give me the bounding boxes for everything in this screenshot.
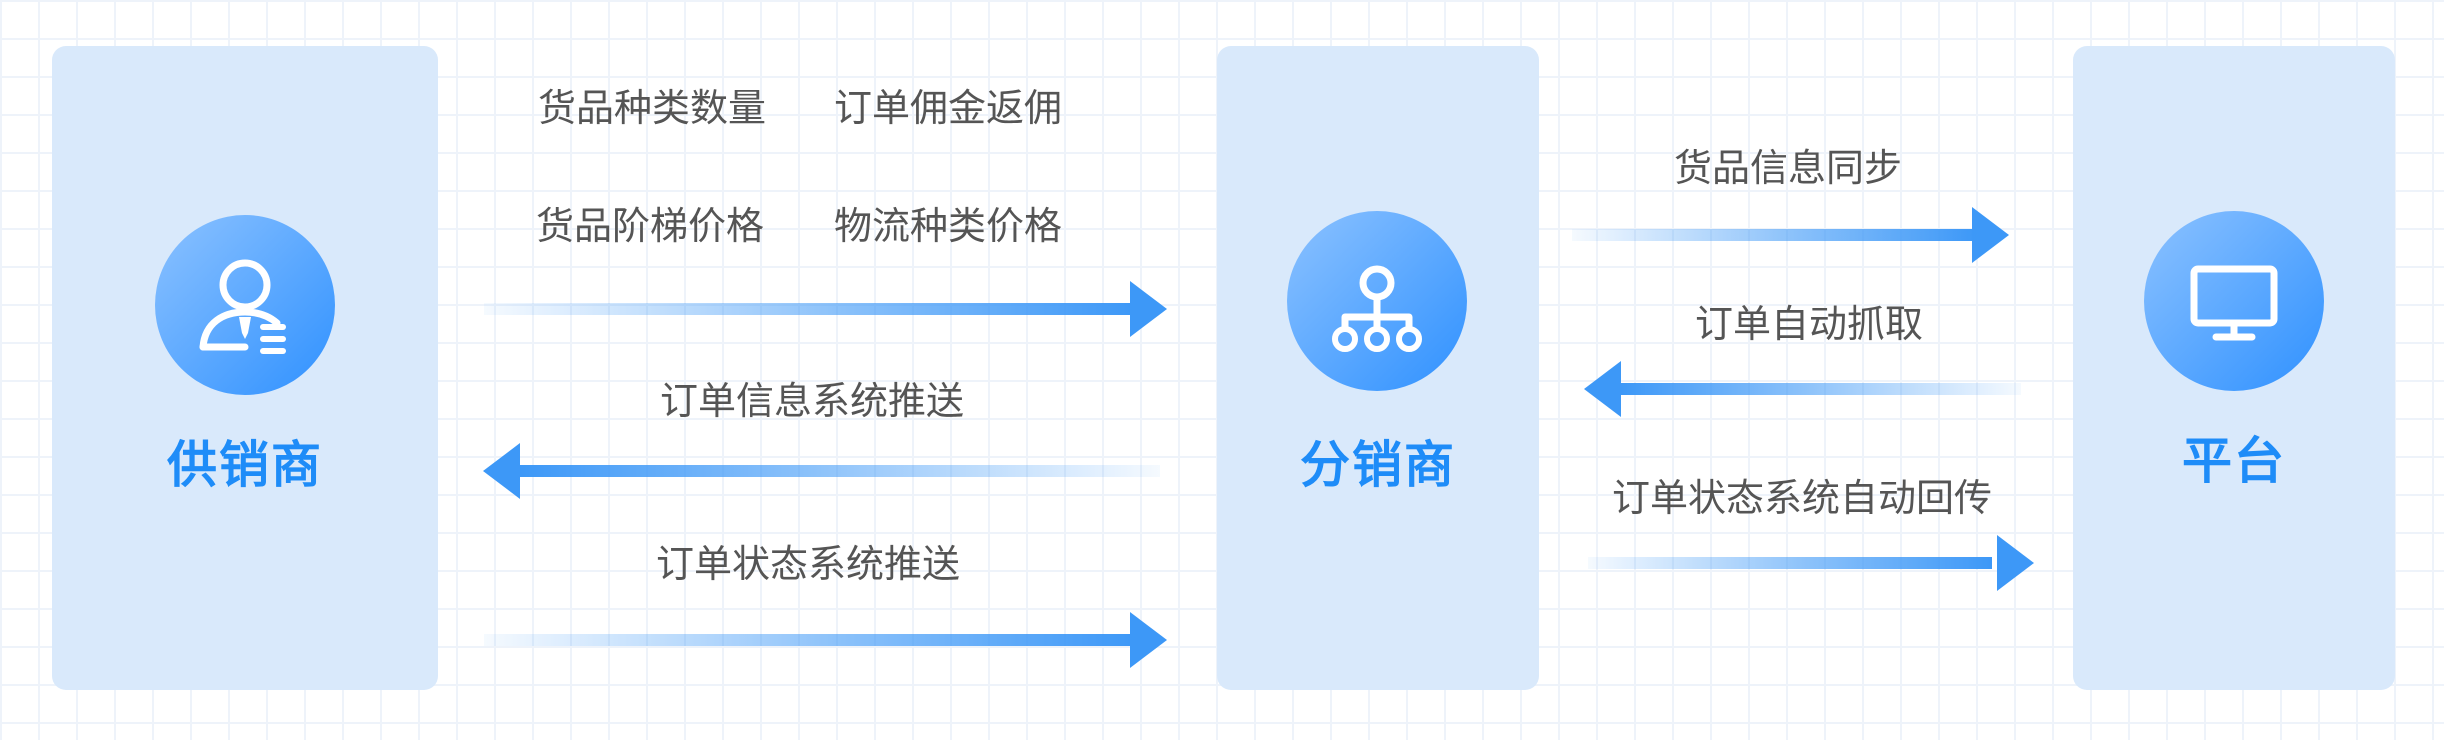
monitor-icon bbox=[2190, 265, 2278, 341]
arrow-distributor-to-supplier bbox=[483, 443, 1160, 499]
label-goods-category-qty: 货品种类数量 bbox=[537, 88, 767, 130]
label-order-auto-fetch: 订单自动抓取 bbox=[1694, 304, 1924, 346]
label-order-info-push: 订单信息系统推送 bbox=[659, 381, 965, 423]
arrow-platform-to-distributor bbox=[1584, 361, 2021, 417]
person-card-icon bbox=[199, 259, 286, 354]
supplier-name: 供销商 bbox=[167, 437, 323, 493]
label-order-status-push: 订单状态系统推送 bbox=[655, 544, 961, 586]
supplier-icon-circle bbox=[155, 215, 335, 395]
platform-name: 平台 bbox=[2182, 433, 2286, 489]
distributor-name: 分销商 bbox=[1300, 437, 1456, 493]
arrow-distributor-to-platform-1 bbox=[1572, 207, 2009, 263]
arrow-supplier-to-distributor-2 bbox=[484, 612, 1167, 668]
arrow-supplier-to-distributor-1 bbox=[484, 281, 1167, 337]
label-logistics-price: 物流种类价格 bbox=[833, 206, 1063, 248]
platform-icon-circle bbox=[2144, 211, 2324, 391]
label-goods-info-sync: 货品信息同步 bbox=[1673, 148, 1903, 190]
label-order-status-return: 订单状态系统自动回传 bbox=[1611, 478, 1993, 520]
label-goods-tier-price: 货品阶梯价格 bbox=[535, 206, 765, 248]
distributor-icon-circle bbox=[1287, 211, 1467, 391]
label-order-commission: 订单佣金返佣 bbox=[833, 88, 1063, 130]
arrow-distributor-to-platform-2 bbox=[1588, 535, 2034, 591]
org-tree-icon bbox=[1332, 265, 1422, 352]
